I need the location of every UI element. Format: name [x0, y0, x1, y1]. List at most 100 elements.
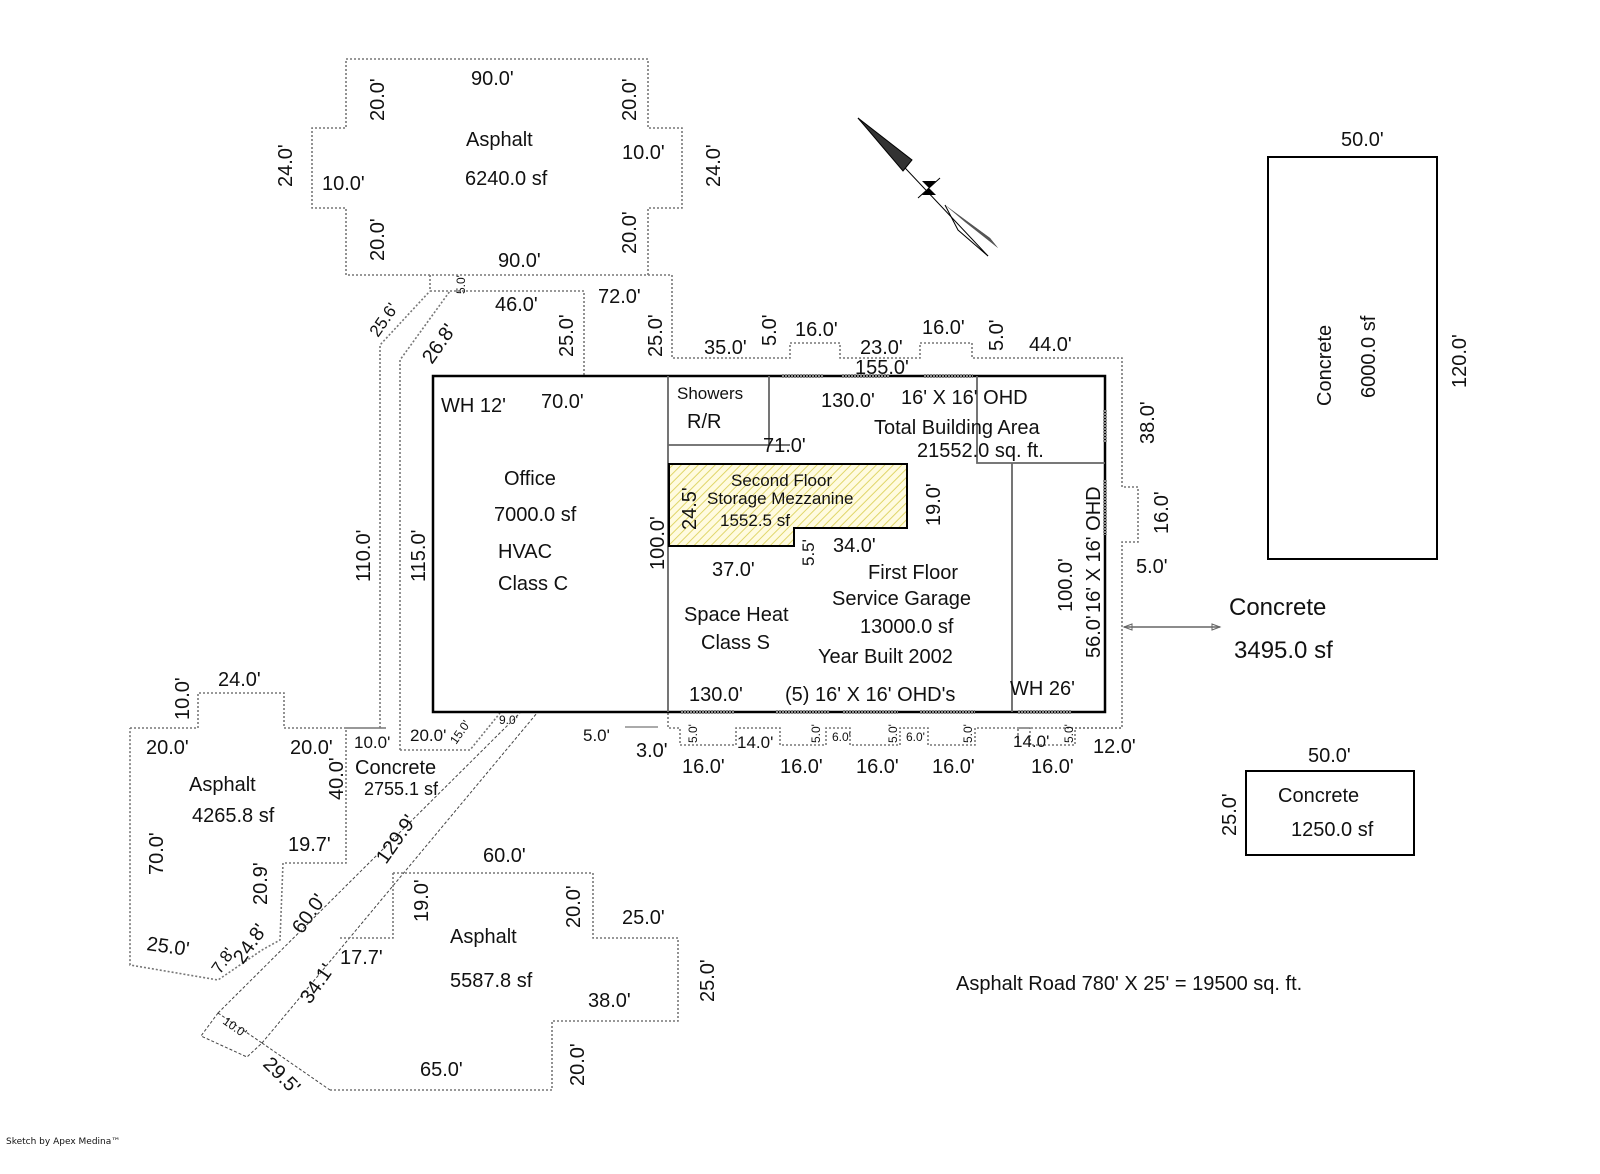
- driveway-edge: [261, 712, 538, 1044]
- dim-label: 20.0': [290, 737, 333, 759]
- dim-label: 16.0': [922, 317, 965, 339]
- dim-label: 5.0': [454, 275, 468, 294]
- dim-label: 34.1': [296, 960, 339, 1008]
- dim-label: 38.0': [588, 990, 631, 1012]
- office-class: Class C: [498, 573, 568, 595]
- mezzanine-title: Second Floor: [731, 471, 832, 490]
- dim-label: 60.0': [288, 890, 331, 938]
- dim-label: 17.7': [340, 947, 383, 969]
- asphalt-south-outline: [330, 872, 679, 1091]
- dim-label: 71.0': [763, 435, 806, 457]
- dim-label: 25.0': [622, 907, 665, 929]
- dim-label: 6.0': [832, 730, 851, 744]
- concrete-small-area: 1250.0 sf: [1291, 819, 1374, 841]
- dim-label: 5.0': [1062, 724, 1076, 743]
- dim-label: 100.0': [1055, 558, 1077, 612]
- dim-label: 19.7': [288, 834, 331, 856]
- mezzanine-outline: [668, 463, 908, 547]
- garage-floor-label: First Floor: [868, 562, 958, 584]
- dim-label: 60.0': [483, 845, 526, 867]
- dim-label: 16.0': [1031, 756, 1074, 778]
- dim-label: 20.0': [563, 885, 585, 928]
- dim-label: 100.0': [647, 516, 669, 570]
- concrete-small-outline: [1245, 770, 1415, 856]
- concrete-west-area-text: 2755.1 sf: [364, 779, 439, 799]
- dim-label: 5.0': [961, 724, 975, 743]
- dim-label: 129.9': [372, 811, 421, 868]
- dim-label: 115.0': [408, 530, 430, 582]
- dim-label: 5.0': [759, 314, 781, 346]
- dim-label: 14.0': [737, 733, 773, 752]
- dim-label: 20.0': [619, 78, 641, 121]
- concrete-path-outline: [429, 275, 585, 375]
- dim-label: 19.0': [411, 879, 433, 922]
- dim-label: 155.0': [855, 357, 909, 379]
- dim-label: 20.0': [410, 726, 446, 745]
- dim-label: 130.0': [689, 684, 743, 706]
- concrete-west-inner-outline: [399, 290, 451, 750]
- dim-label: 20.0': [619, 211, 641, 254]
- garage-class: Class S: [701, 632, 770, 654]
- dim-label: 25.6': [366, 300, 402, 341]
- garage-year: Year Built 2002: [818, 646, 953, 668]
- asphalt-west-outline: [129, 692, 386, 981]
- dim-label: 110.0': [353, 530, 375, 582]
- asphalt-north-label: Asphalt: [466, 129, 533, 151]
- dim-label: 70.0': [541, 391, 584, 413]
- ohd-side-label: 16' X 16' OHD: [1083, 486, 1105, 613]
- dim-label: 10.0': [220, 1014, 249, 1040]
- arrow-head-icon: [1211, 623, 1222, 631]
- ohd-bottom-label: (5) 16' X 16' OHD's: [785, 684, 955, 706]
- dim-label: 56.0': [1083, 615, 1105, 658]
- office-label: Office: [504, 468, 556, 490]
- dim-label: 35.0': [704, 337, 747, 359]
- asphalt-south-label: Asphalt: [450, 926, 517, 948]
- dim-label: 25.0': [1219, 793, 1241, 836]
- dim-label: 34.0': [833, 535, 876, 557]
- concrete-east-label: Concrete: [1229, 594, 1326, 621]
- dim-label: 10.0': [172, 677, 194, 720]
- dim-label: 24.5': [679, 487, 701, 530]
- total-area-value: 21552.0 sq. ft.: [917, 440, 1044, 462]
- dim-label: 25.0': [556, 314, 578, 357]
- dim-label: 120.0': [1449, 334, 1471, 388]
- dim-label: 24.8': [229, 920, 272, 968]
- dim-label: 19.0': [923, 483, 945, 526]
- dim-label: 5.0': [809, 724, 823, 743]
- dim-label: 6.0': [906, 730, 925, 744]
- dim-label: 26.8': [418, 320, 461, 368]
- concrete-small-label: Concrete: [1278, 785, 1359, 807]
- dim-label: 16.0': [795, 319, 838, 341]
- dim-label: 25.0': [145, 933, 190, 961]
- dim-label: 46.0': [495, 294, 538, 316]
- dim-label: 5.5': [799, 539, 818, 566]
- dim-label: 5.0': [1136, 556, 1168, 578]
- dim-label: 9.0': [499, 713, 518, 727]
- dim-label: 5.0': [686, 724, 700, 743]
- dim-label: 5.0': [583, 726, 610, 745]
- showers-label: Showers: [677, 384, 743, 403]
- dim-label: 16.0': [932, 756, 975, 778]
- concrete-west-outer-outline: [379, 290, 431, 728]
- dim-label: 25.0': [645, 314, 667, 357]
- dim-label: 40.0': [326, 757, 348, 800]
- driveway-end: [200, 1012, 263, 1058]
- dim-label: 25.0': [697, 959, 719, 1002]
- dim-label: 50.0': [1341, 129, 1384, 151]
- asphalt-road-label: Asphalt Road 780' X 25' = 19500 sq. ft.: [956, 973, 1302, 995]
- driveway-edge: [261, 1042, 331, 1091]
- dim-label: 10.0': [622, 142, 665, 164]
- dim-label: 38.0': [1137, 401, 1159, 444]
- dim-label: 90.0': [498, 250, 541, 272]
- mezzanine-subtitle: Storage Mezzanine: [707, 489, 853, 508]
- north-arrow-icon: [857, 117, 998, 257]
- asphalt-west-area: 4265.8 sf: [192, 805, 275, 827]
- dim-label: 16.0': [1151, 491, 1173, 534]
- office-wh-label: WH 12': [441, 395, 506, 417]
- garage-label: Service Garage: [832, 588, 971, 610]
- driveway-edge: [217, 712, 521, 1014]
- concrete-west-bottom-outline: [400, 712, 501, 751]
- restroom-label: R/R: [687, 411, 721, 433]
- door-bumpouts-outline: [667, 713, 1122, 746]
- dim-label: 20.0': [367, 218, 389, 261]
